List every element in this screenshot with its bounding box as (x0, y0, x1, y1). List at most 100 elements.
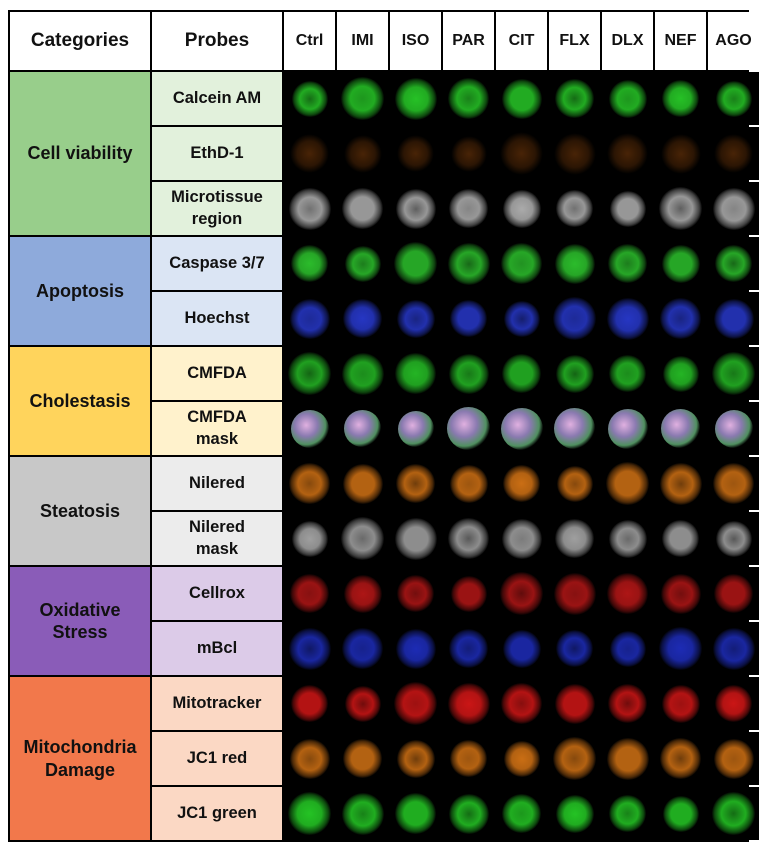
microscopy-image (284, 402, 335, 455)
microtissue-blob (396, 464, 435, 503)
microscopy-image (708, 292, 759, 345)
microscopy-image (284, 622, 335, 675)
microtissue-blob (396, 739, 435, 778)
microtissue-blob (343, 574, 382, 613)
microtissue-blob (448, 78, 489, 119)
microtissue-blob (449, 629, 488, 668)
microscopy-image (549, 182, 600, 235)
microscopy-image (549, 347, 600, 400)
microscopy-image (602, 72, 653, 125)
microscopy-image (655, 127, 706, 180)
microtissue-blob (502, 189, 541, 228)
microscopy-image (655, 512, 706, 565)
microscopy-image (549, 127, 600, 180)
microscopy-image (496, 512, 547, 565)
header-compound: FLX (549, 12, 600, 70)
microscopy-image (443, 567, 494, 620)
microtissue-blob (288, 627, 331, 670)
microtissue-blob (660, 133, 701, 174)
microtissue-blob (341, 352, 384, 395)
microtissue-blob (394, 242, 437, 285)
microtissue-blob (449, 189, 488, 228)
probe-cell: mBcl (152, 622, 282, 675)
microscopy-image (655, 567, 706, 620)
microtissue-blob (661, 684, 700, 723)
microtissue-blob (714, 409, 753, 448)
microtissue-blob (555, 354, 594, 393)
microtissue-blob (609, 190, 646, 227)
microscopy-image (284, 292, 335, 345)
microtissue-blob (606, 737, 649, 780)
microscopy-image (443, 677, 494, 730)
header-compound: PAR (443, 12, 494, 70)
microscopy-image (655, 347, 706, 400)
microtissue-blob (397, 135, 434, 172)
microscopy-image (708, 732, 759, 785)
microtissue-blob (554, 408, 595, 449)
microscopy-image (284, 237, 335, 290)
microtissue-blob (447, 407, 490, 450)
microtissue-blob (447, 242, 490, 285)
microtissue-blob (556, 630, 593, 667)
microscopy-image (549, 677, 600, 730)
microscopy-image (337, 292, 388, 345)
microscopy-image (602, 292, 653, 345)
microtissue-blob (344, 410, 381, 447)
microtissue-blob (288, 352, 331, 395)
microtissue-blob (341, 792, 384, 835)
microtissue-blob (556, 190, 593, 227)
microscopy-image (443, 787, 494, 840)
microscopy-image (602, 127, 653, 180)
microtissue-blob (609, 630, 646, 667)
microscopy-image (549, 787, 600, 840)
microtissue-blob (395, 188, 436, 229)
probe-cell: JC1 green (152, 787, 282, 840)
microscopy-image (496, 72, 547, 125)
microscopy-image (602, 402, 653, 455)
probe-cell: EthD-1 (152, 127, 282, 180)
microscopy-image (284, 567, 335, 620)
microscopy-image (655, 402, 706, 455)
microtissue-blob (397, 575, 434, 612)
microtissue-blob (503, 300, 540, 337)
microscopy-image (708, 72, 759, 125)
microscopy-image (443, 457, 494, 510)
microscopy-image (284, 787, 335, 840)
microtissue-blob (662, 355, 699, 392)
microtissue-blob (344, 685, 381, 722)
microtissue-blob (395, 353, 436, 394)
microscopy-image (549, 237, 600, 290)
microtissue-blob (661, 244, 700, 283)
microtissue-blob (661, 409, 700, 448)
probe-cell: Cellrox (152, 567, 282, 620)
microscopy-image (549, 567, 600, 620)
microtissue-blob (555, 519, 594, 558)
microtissue-blob (662, 520, 699, 557)
microtissue-blob (289, 738, 330, 779)
microscopy-image (390, 732, 441, 785)
microscopy-image (443, 127, 494, 180)
microscopy-image (655, 457, 706, 510)
microtissue-blob (289, 463, 330, 504)
microtissue-blob (712, 627, 755, 670)
microscopy-image (708, 402, 759, 455)
microtissue-blob (660, 573, 701, 614)
microtissue-blob (712, 187, 755, 230)
microtissue-blob (555, 79, 594, 118)
microscopy-image (496, 787, 547, 840)
microtissue-blob (713, 298, 754, 339)
probe-cell: CMFDA (152, 347, 282, 400)
microtissue-blob (713, 738, 754, 779)
microtissue-blob (343, 299, 382, 338)
microscopy-image (390, 292, 441, 345)
microtissue-blob (502, 629, 541, 668)
category-cell: Cell viability (10, 72, 150, 235)
microscopy-image (443, 732, 494, 785)
microtissue-blob (713, 463, 754, 504)
microscopy-image (390, 127, 441, 180)
category-cell: Apoptosis (10, 237, 150, 345)
microtissue-blob (659, 462, 702, 505)
